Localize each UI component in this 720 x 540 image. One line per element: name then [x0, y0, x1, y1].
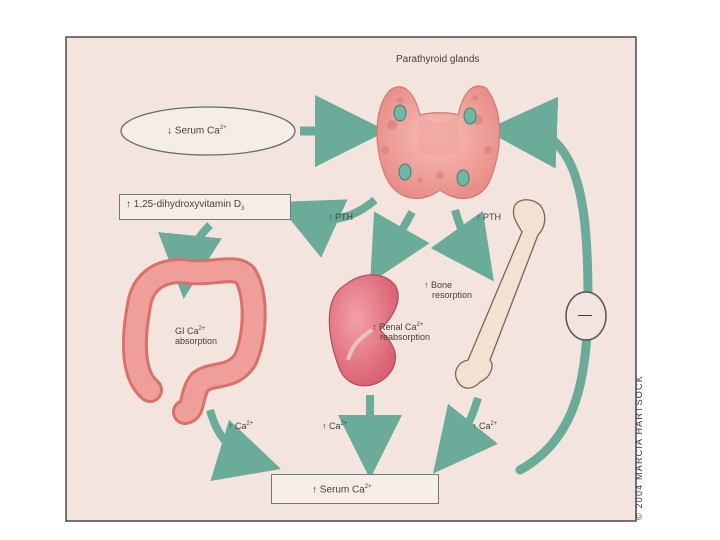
ion-charge: 2+	[364, 484, 372, 490]
vitamin-d-text: 1,25-dihydroxyvitamin D	[133, 199, 242, 210]
serum-ca-top-label: ↓ Serum Ca2+	[167, 125, 227, 137]
bone-to-serum-arrow	[433, 396, 498, 474]
feedback-sign-circle	[565, 291, 607, 341]
kidney-illustration	[328, 274, 399, 387]
serum-ca-ellipse	[120, 106, 296, 156]
ion-charge: 2+	[198, 326, 206, 332]
vitamin-d-box	[119, 194, 291, 220]
serum-ca-bottom-text: Serum Ca	[319, 484, 365, 496]
pth-right-text: PTH	[483, 212, 502, 222]
up-arrow-glyph: ↑	[372, 322, 377, 332]
ca-gut-label: ↑ Ca2+	[228, 421, 253, 431]
gi-absorption-line1: GI Ca	[175, 326, 199, 336]
bone-resorption-line1: Bone	[431, 280, 453, 290]
down-arrow-glyph: ↓	[167, 125, 172, 137]
gland-to-vitamin-arrow	[276, 196, 378, 258]
serum-ca-bottom-box	[271, 474, 439, 504]
up-arrow-glyph: ↑	[322, 421, 327, 431]
up-arrow-glyph: ↑	[228, 421, 233, 431]
up-arrow-glyph: ↑	[476, 212, 481, 222]
bone-illustration	[454, 199, 546, 389]
ion-charge: 2+	[416, 322, 424, 328]
parathyroid-glands-illustration	[376, 85, 501, 199]
pth-right-label: ↑ PTH	[476, 212, 501, 222]
pth-left-label: ↑ PTH	[328, 212, 353, 222]
up-arrow-glyph: ↑	[472, 421, 477, 431]
up-arrow-glyph: ↑	[328, 212, 333, 222]
ca-gut-text: Ca	[235, 421, 247, 431]
bone-resorption-line2: resorption	[432, 290, 473, 301]
up-arrow-glyph: ↑	[424, 280, 429, 290]
pth-left-text: PTH	[335, 212, 354, 222]
ion-charge: 2+	[490, 421, 498, 427]
ca-bone-label: ↑ Ca2+	[472, 421, 497, 431]
vitamin-d-subscript: 3	[241, 206, 245, 212]
renal-line1: Renal Ca	[379, 322, 417, 332]
gland-to-kidney-arrow	[370, 210, 430, 283]
vitamin-d-label: ↑ 1,25-dihydroxyvitamin D3	[126, 199, 244, 213]
renal-reabsorption-label: ↑ Renal Ca2+ reabsorption	[372, 322, 430, 343]
gland-to-bone-arrow	[430, 208, 494, 282]
feedback-sign: —	[578, 306, 592, 322]
gut-to-serum-arrow	[206, 408, 281, 481]
ca-bone-text: Ca	[479, 421, 491, 431]
ion-charge: 2+	[340, 421, 348, 427]
ca-kidney-text: Ca	[329, 421, 341, 431]
up-arrow-glyph: ↑	[126, 199, 131, 210]
renal-line2: reabsorption	[380, 332, 431, 343]
gland-title: Parathyroid glands	[396, 54, 480, 65]
ca-kidney-label: ↑ Ca2+	[322, 421, 347, 431]
colon-illustration	[121, 257, 267, 425]
gi-absorption-label: GI Ca2+ absorption	[175, 326, 217, 347]
serum-ca-top-text: Serum Ca	[174, 125, 220, 137]
ion-charge: 2+	[219, 125, 227, 131]
serum-ca-bottom-label: ↑ Serum Ca2+	[312, 484, 372, 496]
ion-charge: 2+	[246, 421, 254, 427]
up-arrow-glyph: ↑	[312, 484, 317, 496]
gi-absorption-line2: absorption	[175, 336, 218, 347]
bone-resorption-label: ↑ Bone resorption	[424, 280, 472, 301]
copyright-credit: © 2004 MARCIA HARTSOCK	[634, 375, 644, 520]
